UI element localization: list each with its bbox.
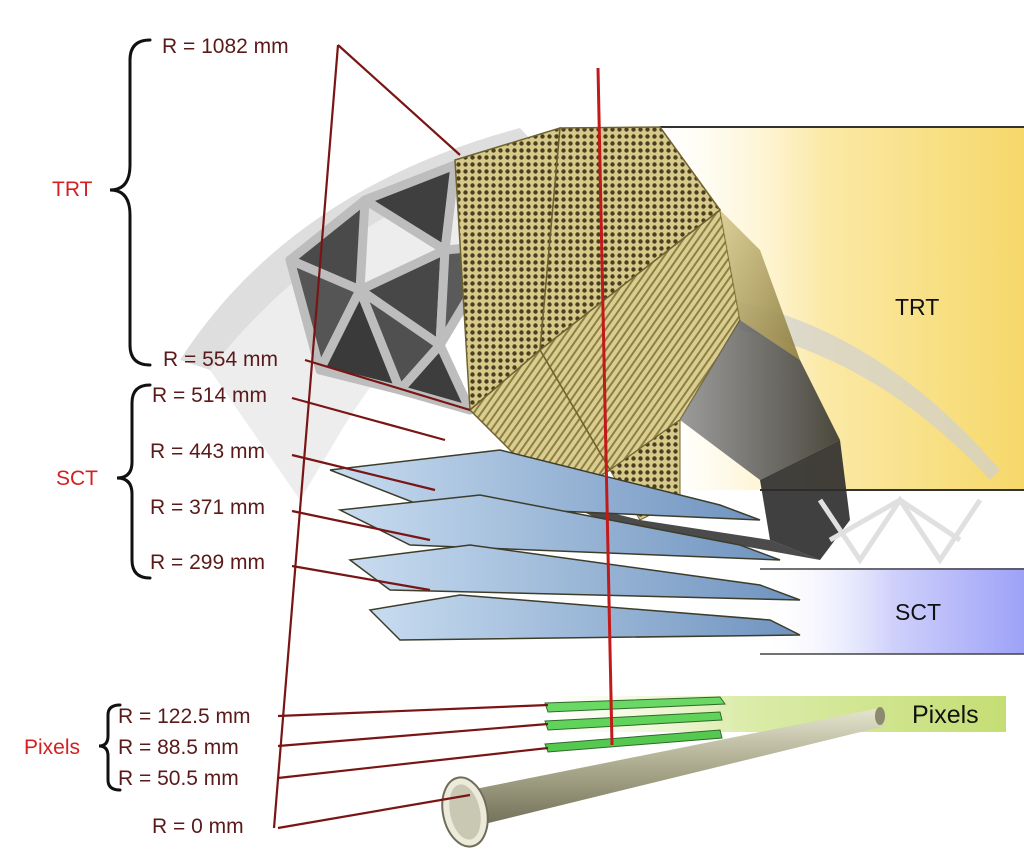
band-label-sct: SCT [895, 599, 941, 625]
radius-label-371: R = 371 mm [150, 496, 265, 519]
sct-layer-4 [368, 594, 801, 641]
group-label-trt: TRT [52, 178, 93, 201]
braces [98, 38, 152, 792]
leader-lines [272, 44, 549, 830]
radius-label-514: R = 514 mm [152, 384, 267, 407]
band-label-pixels: Pixels [912, 701, 979, 729]
sct-band [760, 568, 1024, 654]
sct-brace [116, 383, 152, 580]
radius-label-0: R = 0 mm [152, 815, 244, 838]
trt-brace [109, 38, 152, 367]
group-label-pixels: Pixels [24, 736, 81, 759]
support-frame-right [730, 300, 1000, 480]
radius-label-50-5: R = 50.5 mm [118, 767, 239, 790]
trt-straw-block [454, 126, 850, 560]
radius-label-122-5: R = 122.5 mm [118, 705, 251, 728]
track-line [596, 67, 614, 746]
radius-label-1082: R = 1082 mm [162, 35, 289, 58]
pixel-staves [544, 696, 726, 753]
radius-label-88-5: R = 88.5 mm [118, 736, 239, 759]
sct-layer-2 [337, 494, 781, 561]
radius-label-443: R = 443 mm [150, 440, 265, 463]
pixels-brace [98, 703, 122, 792]
radius-label-299: R = 299 mm [150, 551, 265, 574]
lower-support-frame [817, 495, 983, 565]
band-label-trt: TRT [895, 294, 940, 320]
sct-layer-3 [348, 544, 801, 601]
group-label-sct: SCT [56, 467, 98, 490]
radius-label-554: R = 554 mm [163, 348, 278, 371]
